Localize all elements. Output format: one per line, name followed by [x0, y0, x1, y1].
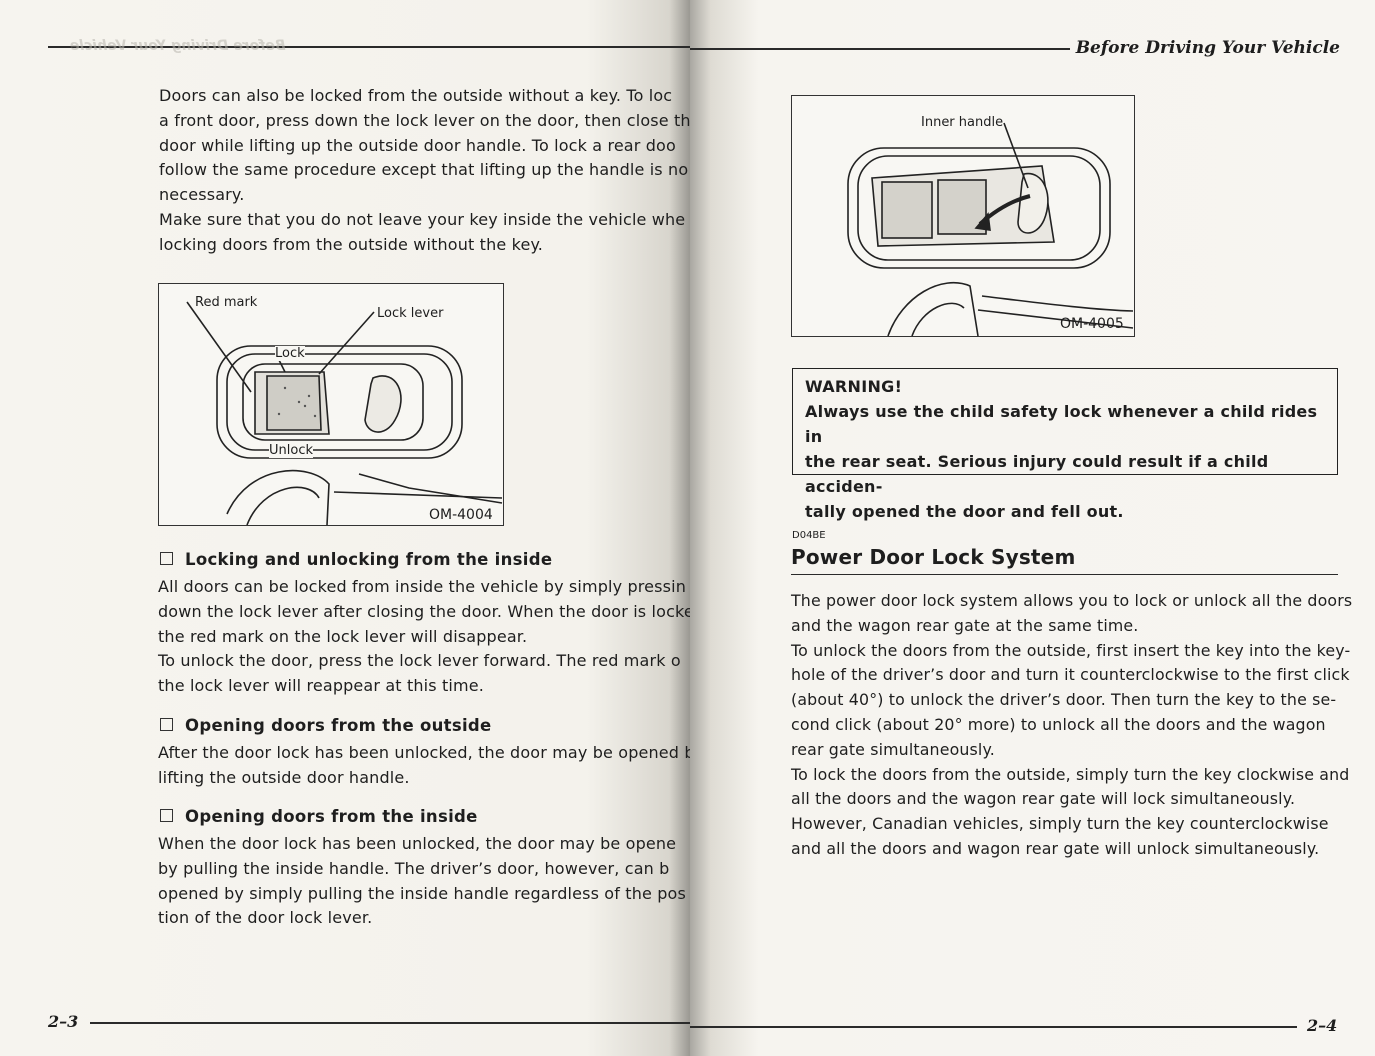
label-inner-handle: Inner handle: [921, 115, 1004, 130]
running-header: Before Driving Your Vehicle: [1075, 38, 1340, 58]
section-code: D04BE: [792, 530, 826, 541]
figure-id-om-4004: OM-4004: [429, 507, 493, 523]
page-number-right: 2–4: [1307, 1016, 1338, 1035]
left-page: Before Driving Your Vehicle Doors can al…: [0, 0, 690, 1056]
warning-line: the rear seat. Serious injury could resu…: [805, 452, 1269, 496]
label-unlock: Unlock: [269, 443, 313, 458]
door-lock-lever-illustration: [186, 301, 503, 525]
header-rule: [48, 46, 690, 48]
paragraph-opening-inside: When the door lock has been unlocked, th…: [158, 834, 686, 928]
figure-inner-handle: Inner handle OM-4005: [791, 95, 1135, 337]
warning-box: WARNING! Always use the child safety loc…: [792, 368, 1338, 521]
inner-handle-illustration: [847, 122, 1134, 336]
warning-title: WARNING!: [805, 377, 903, 396]
label-red-mark: Red mark: [195, 295, 258, 310]
heading-locking-inside: Locking and unlocking from the inside: [160, 550, 552, 569]
warning-line: tally opened the door and fell out.: [805, 502, 1124, 521]
figure-id-om-4005: OM-4005: [1060, 316, 1124, 332]
header-rule-right: [690, 48, 1070, 50]
label-lock-lever: Lock lever: [377, 306, 444, 321]
paragraph-opening-outside: After the door lock has been unlocked, t…: [158, 743, 690, 787]
section-title: Power Door Lock System: [791, 545, 1076, 569]
heading-opening-outside: Opening doors from the outside: [160, 716, 492, 735]
checkbox-bullet-icon: [160, 552, 173, 565]
heading-opening-inside: Opening doors from the inside: [160, 807, 478, 826]
label-lock: Lock: [275, 346, 305, 361]
page-number-left: 2–3: [48, 1012, 79, 1031]
footer-rule-left: [90, 1022, 690, 1024]
paragraph-locking-inside: All doors can be locked from inside the …: [158, 577, 690, 696]
header-bleed-text: Before Driving Your Vehicle: [70, 38, 286, 54]
power-door-lock-paragraph: The power door lock system allows you to…: [791, 591, 1353, 858]
checkbox-bullet-icon: [160, 809, 173, 822]
intro-paragraph: Doors can also be locked from the outsid…: [159, 86, 690, 254]
checkbox-bullet-icon: [160, 718, 173, 731]
right-page: Before Driving Your Vehicle Inner handle…: [690, 0, 1375, 1056]
section-title-rule: [791, 574, 1338, 576]
figure-lock-lever: Red mark Lock lever Lock Unlock OM-4004: [158, 283, 504, 526]
warning-line: Always use the child safety lock wheneve…: [805, 402, 1318, 446]
footer-rule-right: [690, 1026, 1297, 1028]
